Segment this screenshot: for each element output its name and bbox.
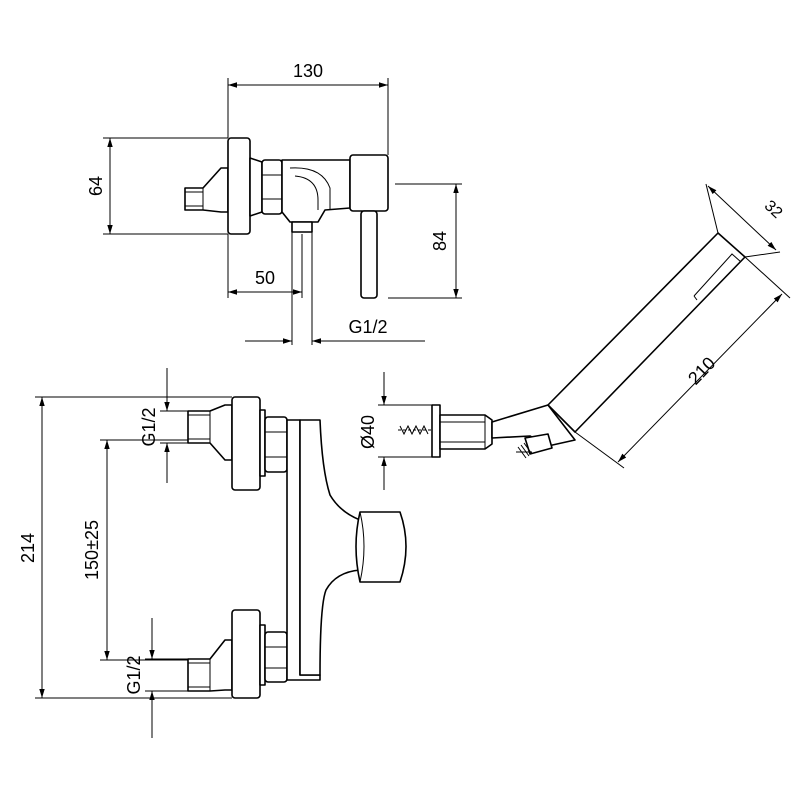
- dim-hand-shower-length: 210: [684, 353, 719, 389]
- wall-bracket: [398, 404, 576, 459]
- dim-inlet-centers: 150±25: [82, 520, 102, 580]
- front-dimensions: 214 G1/2 150±25 G1/2: [18, 368, 232, 738]
- hand-shower-dimensions: 32 210: [574, 183, 791, 469]
- dim-hand-shower-width: 32: [761, 197, 786, 222]
- hand-shower: [547, 232, 746, 433]
- dim-top-lever: 84: [430, 231, 450, 251]
- dim-overall-height: 214: [18, 533, 38, 563]
- top-view: [184, 137, 389, 299]
- bracket-dimensions: Ø40: [358, 372, 432, 490]
- dim-top-offset: 50: [255, 268, 275, 288]
- dim-top-width: 130: [293, 61, 323, 81]
- top-dimensions: 130 64 50 G1/2 84: [86, 61, 462, 345]
- dim-bracket-diameter: Ø40: [358, 415, 378, 449]
- dim-inlet-thread-upper: G1/2: [139, 407, 159, 446]
- dim-inlet-thread-lower: G1/2: [124, 655, 144, 694]
- front-view: [187, 396, 407, 699]
- dim-top-height: 64: [86, 176, 106, 196]
- dim-top-thread: G1/2: [348, 317, 387, 337]
